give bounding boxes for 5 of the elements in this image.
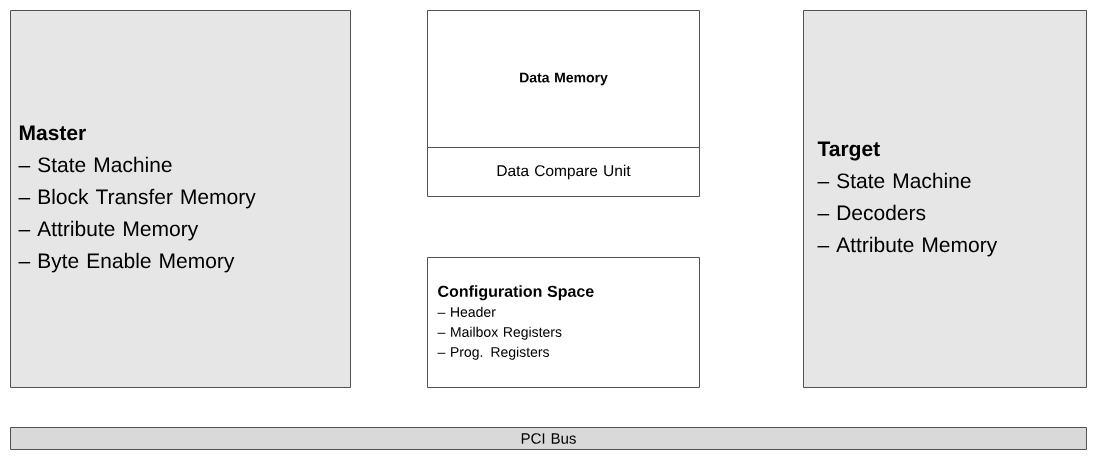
- unit-box: Data Compare Unit: [427, 147, 700, 197]
- module-box: Master – State Machine – Block Transfer Memory – Attribute Memory – Byte Enable Memory: [10, 10, 351, 388]
- bus-bar: PCI Bus: [10, 427, 1087, 450]
- config-box: Configuration Space – Header – Mailbox Registers – Prog. Registers: [427, 257, 700, 388]
- module-box: Target – State Machine – Decoders – Attribute Memory: [803, 10, 1087, 388]
